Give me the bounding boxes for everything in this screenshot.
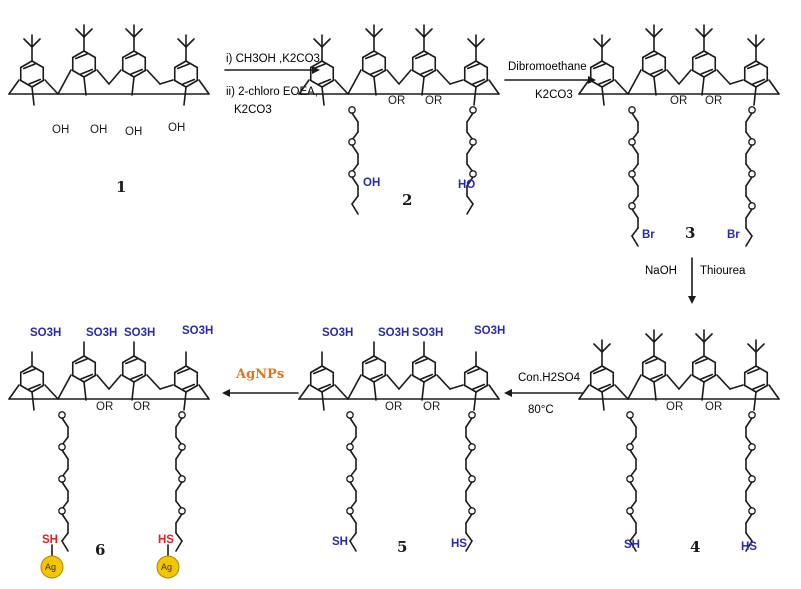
or-label: OR xyxy=(705,401,722,413)
chain-end-label: Br xyxy=(642,229,655,241)
nanoparticle-label: Ag xyxy=(45,562,56,572)
or-label: OR xyxy=(425,95,442,107)
or-label: OR xyxy=(388,95,405,107)
so3h-label: SO3H xyxy=(182,325,213,337)
or-label: OR xyxy=(423,401,440,413)
compound-3: OR OR Br Br 3 xyxy=(578,24,780,247)
chain-end-label: SH xyxy=(332,536,348,548)
chain-end-label: SH xyxy=(42,534,58,546)
calixarene-core-1 xyxy=(8,24,210,106)
or-label: OR xyxy=(133,401,150,413)
condition-text: K2CO3 xyxy=(535,89,573,101)
compound-number: 1 xyxy=(116,178,126,196)
or-label: OR xyxy=(96,401,113,413)
condition-text: Dibromoethane xyxy=(508,61,587,73)
calixarene-core-6 xyxy=(8,341,210,411)
agnps-label: AgNPs xyxy=(235,367,284,382)
reaction-arrow-5: AgNPs xyxy=(222,367,299,397)
condition-text: K2CO3 xyxy=(234,104,272,116)
or-label: OR xyxy=(705,95,722,107)
condition-text: 80°C xyxy=(528,404,554,416)
reaction-arrow-3: NaOH Thiourea xyxy=(645,257,746,304)
compound-number: 4 xyxy=(690,538,700,556)
chain-end-label: HS xyxy=(158,534,174,546)
chain-end-label: OH xyxy=(363,177,380,189)
calixarene-core-4 xyxy=(578,329,780,411)
reaction-arrow-2: Dibromoethane K2CO3 xyxy=(504,61,596,101)
reaction-arrow-1: i) CH3OH ,K2CO3 ii) 2-chloro EOEA, K2CO3 xyxy=(224,53,320,116)
compound-number: 6 xyxy=(95,541,105,559)
condition-text: ii) 2-chloro EOEA, xyxy=(226,86,318,98)
compound-4: OR OR SH HS 4 xyxy=(578,329,780,556)
silver-nanoparticle xyxy=(40,555,64,579)
chain-end-label: HS xyxy=(741,541,757,553)
chain-end-label: HO xyxy=(458,179,475,191)
chain-end-label: Br xyxy=(727,229,740,241)
so3h-label: SO3H xyxy=(378,327,409,339)
calixarene-core-3 xyxy=(578,24,780,106)
compound-1: OH OH OH OH 1 xyxy=(8,24,210,196)
compound-number: 2 xyxy=(402,191,412,209)
calixarene-core-2 xyxy=(298,24,500,106)
so3h-label: SO3H xyxy=(474,325,505,337)
hydroxyl-label: OH xyxy=(168,122,185,134)
or-label: OR xyxy=(385,401,402,413)
hydroxyl-label: OH xyxy=(125,126,142,138)
or-label: OR xyxy=(666,401,683,413)
calixarene-core-5 xyxy=(298,341,500,411)
compound-number: 5 xyxy=(397,538,407,556)
chain-end-label: HS xyxy=(451,538,467,550)
chain-end-label: SH xyxy=(624,539,640,551)
condition-text: NaOH xyxy=(645,265,677,277)
so3h-label: SO3H xyxy=(86,327,117,339)
reaction-arrow-4: Con.H2SO4 80°C xyxy=(504,372,583,416)
compound-6: SO3H SO3H SO3H SO3H OR OR SH HS Ag Ag 6 xyxy=(8,325,213,579)
so3h-label: SO3H xyxy=(30,327,61,339)
so3h-label: SO3H xyxy=(124,327,155,339)
so3h-label: SO3H xyxy=(412,327,443,339)
compound-number: 3 xyxy=(685,224,695,242)
hydroxyl-label: OH xyxy=(90,124,107,136)
or-label: OR xyxy=(670,95,687,107)
compound-5: SO3H SO3H SO3H SO3H OR OR SH HS 5 xyxy=(298,325,505,556)
condition-text: Thiourea xyxy=(700,265,746,277)
condition-text: Con.H2SO4 xyxy=(518,372,581,384)
so3h-label: SO3H xyxy=(322,327,353,339)
compound-2: OR OR OH HO 2 xyxy=(298,24,500,215)
silver-nanoparticle xyxy=(156,555,180,579)
hydroxyl-label: OH xyxy=(52,124,69,136)
condition-text: i) CH3OH ,K2CO3 xyxy=(226,53,320,65)
nanoparticle-label: Ag xyxy=(161,562,172,572)
